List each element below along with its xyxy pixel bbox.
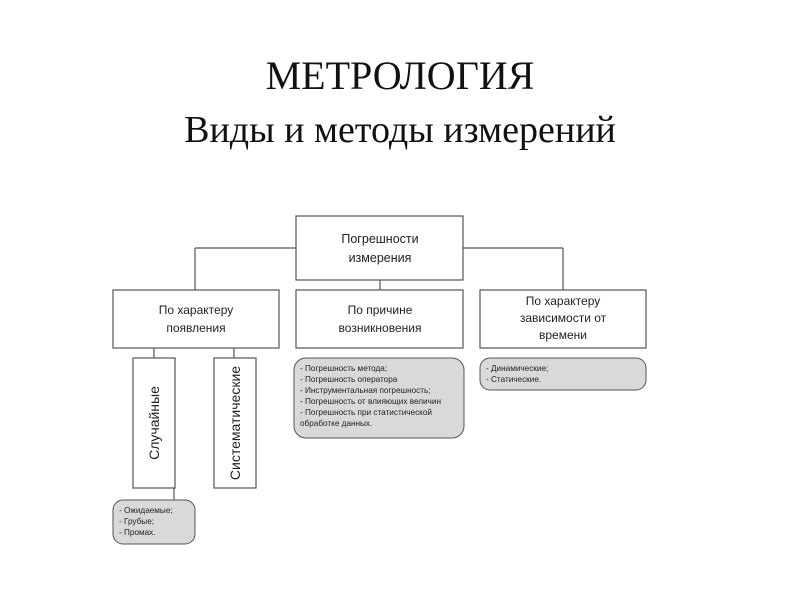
- random-errors-note: - Ожидаемые; - Грубые; - Промах.: [112, 499, 196, 545]
- slide-subtitle: Виды и методы измерений: [184, 109, 616, 151]
- systematic-errors-label: Систематические: [227, 366, 243, 480]
- root-label-line-1: Погрешности: [341, 232, 418, 246]
- branch-appearance-line-1: По характеру: [159, 303, 233, 317]
- branch-box-cause: По причине возникновения: [295, 289, 464, 349]
- random-errors-box: Случайные: [132, 357, 176, 489]
- branch-time-line-3: времени: [539, 328, 587, 342]
- cause-note-line: - Погрешность при статистической: [300, 408, 432, 417]
- random-note-line: - Промах.: [119, 528, 156, 537]
- cause-note-line: - Погрешность оператора: [300, 375, 398, 384]
- time-errors-note: - Динамические; - Статические.: [479, 357, 647, 391]
- branch-appearance-line-2: появления: [166, 321, 225, 335]
- random-note-line: - Грубые;: [119, 517, 154, 526]
- cause-note-line: - Погрешность от влияющих величин: [300, 397, 441, 406]
- systematic-errors-box: Систематические: [213, 357, 257, 489]
- branch-box-appearance: По характеру появления: [112, 289, 280, 349]
- connector-lines: [153, 247, 564, 500]
- branch-time-line-2: зависимости от: [520, 311, 607, 325]
- random-note-line: - Ожидаемые;: [119, 506, 173, 515]
- cause-note-line: - Инструментальная погрешность;: [300, 386, 431, 395]
- root-box: Погрешности измерения: [295, 215, 464, 281]
- branch-time-line-1: По характеру: [526, 294, 600, 308]
- cause-note-line: обработке данных.: [300, 419, 372, 428]
- branch-cause-line-2: возникновения: [339, 321, 422, 335]
- cause-errors-note: - Погрешность метода; - Погрешность опер…: [293, 357, 465, 439]
- cause-note-line: - Погрешность метода;: [300, 364, 387, 373]
- slide-title: МЕТРОЛОГИЯ: [265, 53, 535, 98]
- branch-box-time: По характеру зависимости от времени: [479, 289, 647, 349]
- random-errors-label: Случайные: [146, 386, 162, 460]
- time-note-line: - Динамические;: [486, 364, 548, 373]
- time-note-line: - Статические.: [486, 375, 541, 384]
- branch-cause-line-1: По причине: [348, 303, 413, 317]
- root-label-line-2: измерения: [349, 251, 412, 265]
